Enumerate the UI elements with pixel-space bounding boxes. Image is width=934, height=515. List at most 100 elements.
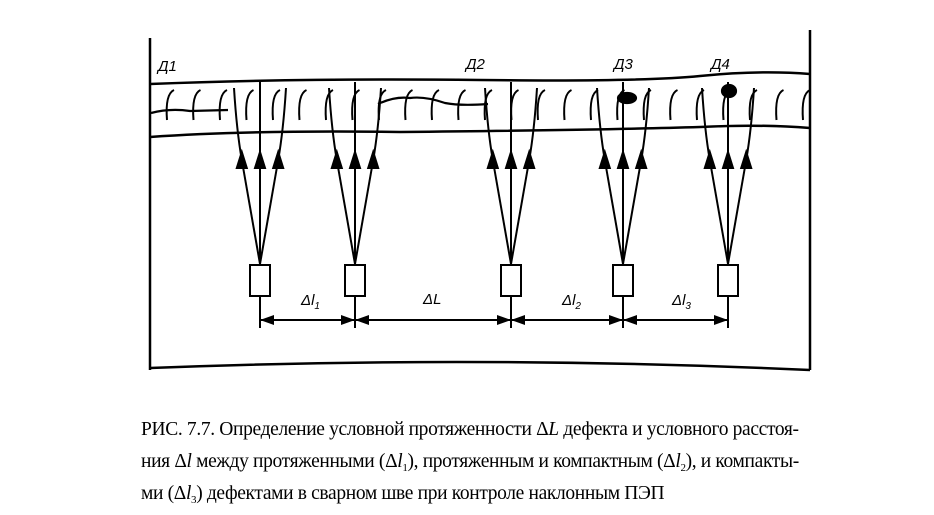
ripple-arc xyxy=(775,89,785,121)
transducer-box xyxy=(612,264,634,297)
transducer xyxy=(328,82,382,328)
ripple-arc xyxy=(218,89,228,121)
ripple-arc xyxy=(165,89,175,121)
weld-bottom-edge xyxy=(149,124,811,139)
arrow-head-icon xyxy=(703,148,717,169)
beam-ray-reflect xyxy=(372,87,382,161)
ripple-arc xyxy=(404,89,414,121)
caption-line: ния Δl между протяженными (Δl1), протяже… xyxy=(141,446,841,478)
beam-ray xyxy=(622,159,643,265)
beam-ray xyxy=(603,159,624,265)
transducer xyxy=(596,82,650,328)
arrow-head-icon xyxy=(634,148,648,169)
dimension-labels: Δl1 ΔL Δl2 Δl3 xyxy=(300,291,691,312)
ripple-arc xyxy=(271,89,281,121)
caption-segment: Δ xyxy=(536,419,549,440)
weld-bead-ripples xyxy=(165,89,811,121)
caption-segment: 3 xyxy=(191,494,197,506)
arrow-head-icon xyxy=(486,148,500,169)
beam-ray-reflect xyxy=(596,87,606,161)
ripple-arc xyxy=(510,89,520,121)
beam-ray xyxy=(491,159,512,265)
arrow-right-icon xyxy=(341,315,355,325)
ripple-arc xyxy=(351,89,361,121)
arrow-left-icon xyxy=(623,315,637,325)
arrow-left-icon xyxy=(260,315,274,325)
beam-ray-reflect xyxy=(277,87,287,161)
ripple-arc xyxy=(801,89,811,121)
arrow-head-icon xyxy=(253,148,267,169)
defect-d1-extended xyxy=(150,108,229,115)
transducer-box xyxy=(344,264,366,297)
defect-d2-extended xyxy=(377,96,489,106)
weld-seam xyxy=(149,71,811,139)
ripple-arc xyxy=(430,89,440,121)
caption-segment: ) дефектами в сварном шве при контроле н… xyxy=(196,483,665,504)
arrow-head-icon xyxy=(235,148,249,169)
transducer-box xyxy=(500,264,522,297)
transducer xyxy=(701,81,755,328)
specimen-frame xyxy=(148,30,812,372)
ripple-arc xyxy=(245,89,255,121)
ripple-arc xyxy=(748,89,758,121)
arrow-left-icon xyxy=(511,315,525,325)
defect-label-d3: Д3 xyxy=(612,56,634,73)
caption-line: РИС. 7.7. Определение условной протяженн… xyxy=(141,414,841,446)
caption-segment: l xyxy=(186,451,192,472)
ripple-arc xyxy=(563,89,573,121)
dim-label-dl2: Δl2 xyxy=(561,292,581,312)
caption-segment: Δ xyxy=(385,451,398,472)
caption-segment: между протяженными ( xyxy=(191,451,386,472)
transducer-box xyxy=(717,264,739,297)
beam-ray xyxy=(259,159,280,265)
arrow-head-icon xyxy=(271,148,285,169)
caption-segment: дефекта и условного расстоя- xyxy=(558,419,799,440)
caption-segment: Δ xyxy=(174,451,187,472)
weld-inspection-diagram: Д1 Д2 Д3 Д4 Δl1 ΔL Δl2 Δl3 xyxy=(148,30,812,372)
arrow-head-icon xyxy=(739,148,753,169)
beam-ray-reflect xyxy=(233,87,243,161)
caption-segment: ), и компакты- xyxy=(685,451,800,472)
ripple-arc xyxy=(192,89,202,121)
caption-segment: 2 xyxy=(680,462,686,474)
ripple-arc xyxy=(536,89,546,121)
weld-top-edge xyxy=(149,71,811,86)
beam-ray xyxy=(708,159,729,265)
arrow-head-icon xyxy=(366,148,380,169)
beam-ray-reflect xyxy=(484,87,494,161)
beam-ray-reflect xyxy=(528,87,538,161)
arrow-head-icon xyxy=(616,148,630,169)
dimension-arrows xyxy=(260,315,728,325)
arrow-right-icon xyxy=(714,315,728,325)
beam-ray xyxy=(354,159,375,265)
arrow-head-icon xyxy=(330,148,344,169)
defect-label-d4: Д4 xyxy=(709,56,730,73)
ripple-arc xyxy=(457,89,467,121)
caption-segment: l xyxy=(185,483,192,504)
defect-label-d2: Д2 xyxy=(464,56,486,73)
beam-ray-reflect xyxy=(701,87,711,161)
beam-ray xyxy=(240,159,261,265)
dim-label-dl1: Δl1 xyxy=(300,292,320,312)
caption-segment: l xyxy=(675,451,681,472)
caption-segment: Δ xyxy=(663,451,676,472)
caption-segment: 1 xyxy=(402,462,408,474)
ripple-arc xyxy=(298,89,308,121)
defect-d3-compact xyxy=(616,91,638,105)
beam-ray xyxy=(727,159,748,265)
arrow-head-icon xyxy=(721,148,735,169)
caption-segment: Δ xyxy=(173,483,187,504)
figure-caption: РИС. 7.7. Определение условной протяженн… xyxy=(141,414,841,510)
caption-segment: ми ( xyxy=(141,483,174,504)
beam-ray-reflect xyxy=(328,87,338,161)
ripple-arc xyxy=(324,89,334,121)
dim-label-dl3: Δl3 xyxy=(671,292,691,312)
defect-labels: Д1 Д2 Д3 Д4 xyxy=(156,56,730,75)
arrow-head-icon xyxy=(348,148,362,169)
caption-segment: ), протяженным и компактным ( xyxy=(407,451,664,472)
caption-segment: РИС. 7.7. Определение условной протяженн… xyxy=(141,419,537,440)
arrow-left-icon xyxy=(355,315,369,325)
beam-ray xyxy=(335,159,356,265)
arrow-head-icon xyxy=(598,148,612,169)
transducer-box xyxy=(249,264,271,297)
